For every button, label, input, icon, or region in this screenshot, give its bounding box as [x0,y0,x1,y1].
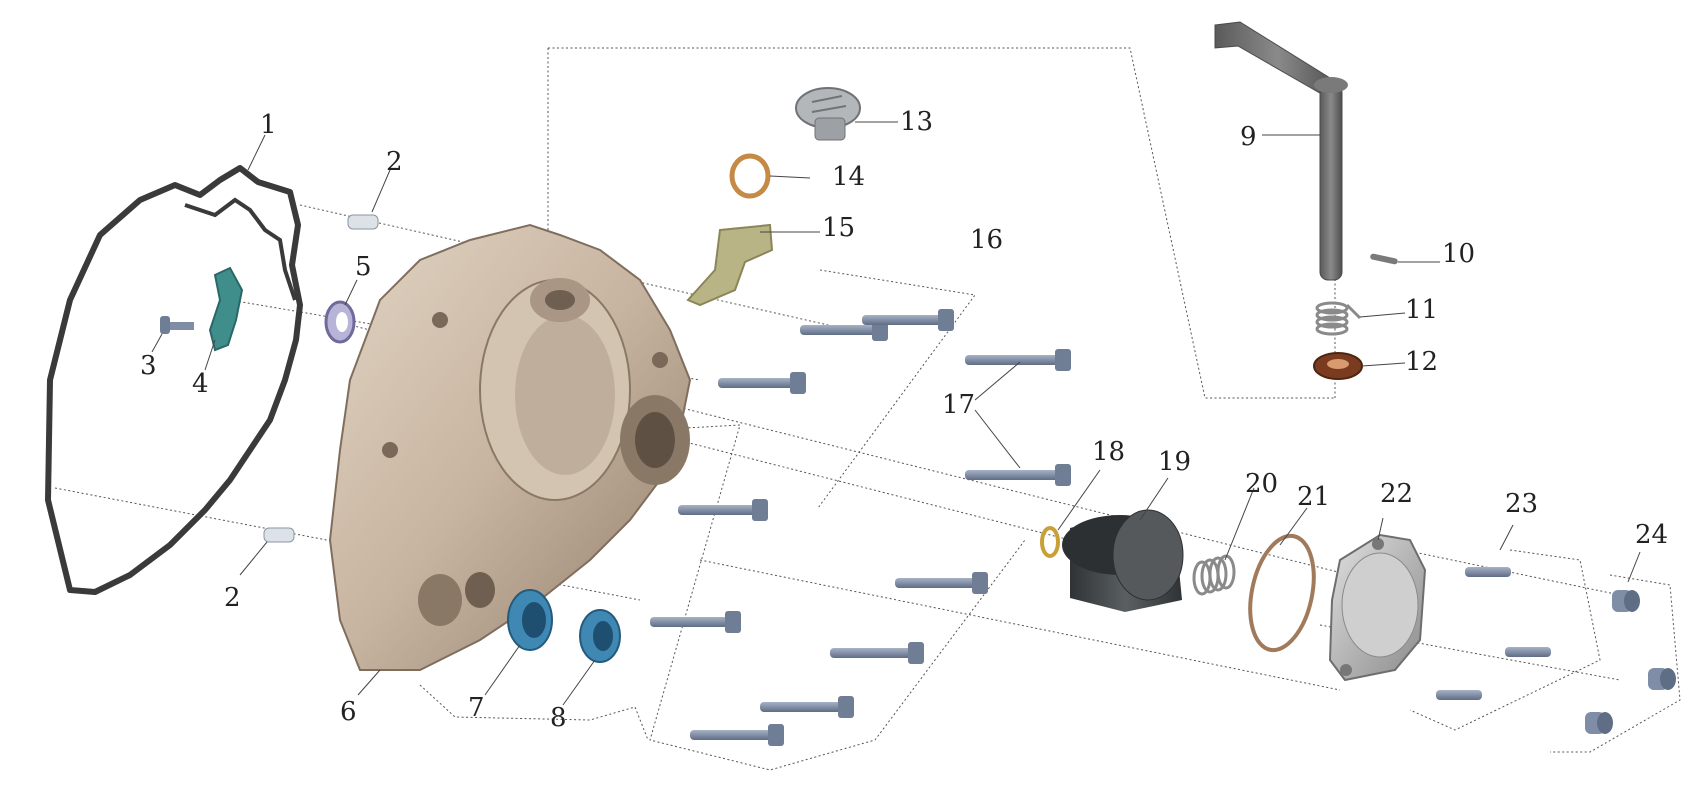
lever-pin [1370,253,1398,265]
stud [1465,567,1511,577]
piston-spring [1192,554,1236,596]
bolt [830,642,924,664]
callout-6: 6 [340,697,357,727]
red-washer [1313,352,1363,380]
copper-o-ring [729,153,771,199]
callout-15: 15 [822,213,855,243]
blue-seal-large [507,589,553,651]
dowel-pin-upper [347,214,379,230]
callout-labels: 1 2 2 3 4 5 6 7 8 9 10 11 12 13 14 15 16… [140,107,1668,733]
bolt [690,724,784,746]
bolt-group-16 [650,309,988,746]
dowel-pin-lower [263,527,295,543]
cap-nut [1585,712,1613,734]
callout-17: 17 [942,390,975,420]
leader-lines [151,121,1641,706]
callout-3: 3 [140,351,157,381]
callout-1: 1 [260,110,277,140]
stud [1505,647,1551,657]
stud-group-23 [1436,567,1551,700]
callout-7: 7 [468,693,485,723]
shift-lever [1214,21,1348,281]
stud [1436,690,1482,700]
cap-nut [1648,668,1676,690]
bolt [760,696,854,718]
blue-seal-small [579,609,621,663]
clutch-piston [1062,509,1184,612]
gasket [45,165,303,595]
return-spring [1315,301,1362,336]
large-o-ring [1248,533,1316,653]
engine-side-cover-housing [328,223,692,671]
callout-5: 5 [355,252,372,282]
retaining-clip [208,266,244,352]
callout-22: 22 [1380,479,1413,509]
callout-12: 12 [1405,347,1438,377]
callout-10: 10 [1442,239,1475,269]
callout-14: 14 [832,162,865,192]
callout-2-lower: 2 [224,583,241,613]
cap-nut [1612,590,1640,612]
bolt [895,572,988,594]
cap-nut-group-24 [1585,590,1676,734]
callout-24: 24 [1635,520,1668,550]
bolt [965,349,1071,371]
small-gold-ring [1040,526,1060,558]
bolt [650,611,741,633]
callout-8: 8 [550,703,567,733]
bolt [718,372,806,394]
bolt [862,309,954,331]
bolt-group-17 [965,349,1071,486]
callout-21: 21 [1297,482,1330,512]
callout-23: 23 [1505,489,1538,519]
bracket [686,223,774,307]
clutch-cover [1328,533,1427,682]
callout-19: 19 [1158,447,1191,477]
callout-16: 16 [970,225,1003,255]
callout-20: 20 [1245,469,1278,499]
callout-13: 13 [900,107,933,137]
group-outlines [54,47,1681,771]
callout-9: 9 [1240,122,1257,152]
bolt [965,464,1071,486]
callout-4: 4 [192,369,209,399]
oil-filler-cap [795,87,861,141]
small-bolt [160,316,194,334]
callout-18: 18 [1092,437,1125,467]
bolt [678,499,768,521]
gasket-inner-detail [184,197,297,301]
callout-2-upper: 2 [386,147,403,177]
callout-11: 11 [1405,295,1438,325]
